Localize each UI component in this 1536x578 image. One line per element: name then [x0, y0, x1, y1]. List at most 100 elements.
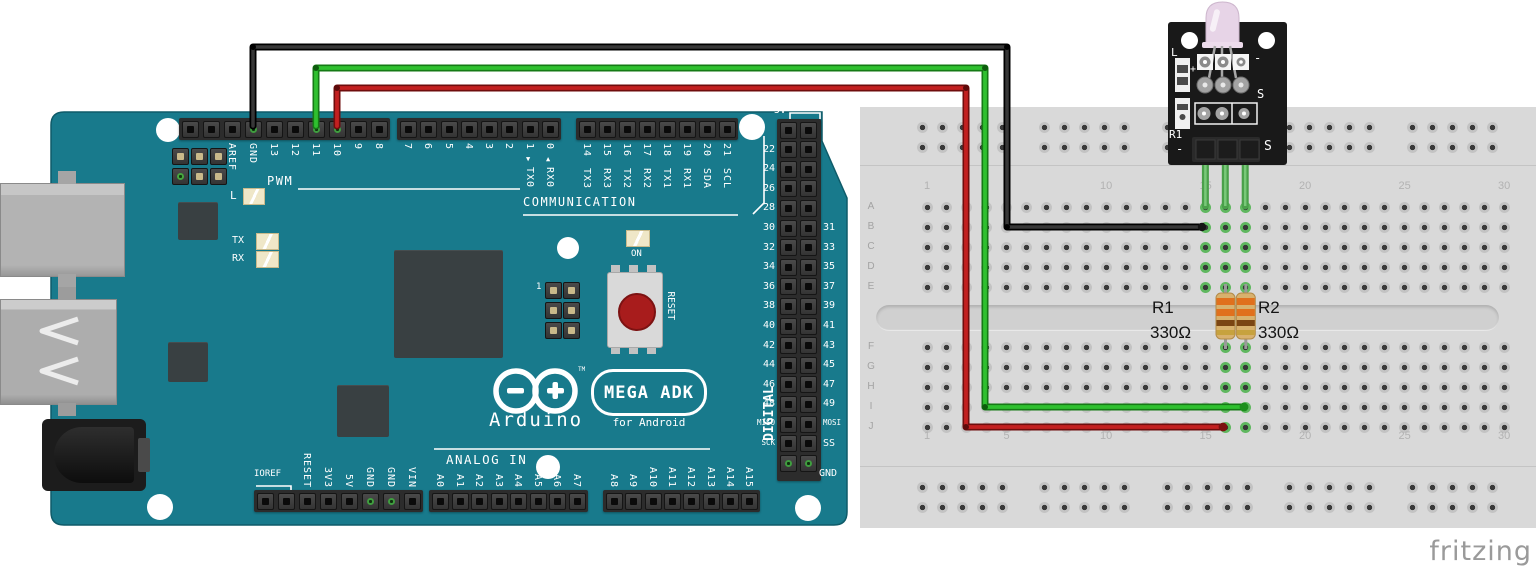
breadboard-hole: [1319, 361, 1331, 373]
breadboard-hole: [941, 381, 953, 393]
ioref-label: IOREF: [254, 469, 282, 479]
breadboard-hole: [1180, 201, 1192, 213]
breadboard-hole: [1060, 361, 1072, 373]
breadboard-hole: [1100, 381, 1112, 393]
breadboard-divider: [860, 165, 1536, 166]
breadboard-hole: [941, 241, 953, 253]
breadboard-hole: [1279, 241, 1291, 253]
breadboard-column-number: 25: [1398, 180, 1411, 192]
header-pin: [480, 121, 498, 138]
digital-header-pin: [799, 395, 817, 413]
header-pin: [470, 493, 488, 510]
mounting-hole: [557, 237, 579, 259]
breadboard-hole: [1021, 361, 1032, 373]
led-rx: [256, 251, 279, 268]
breadboard-hole: [1040, 341, 1052, 353]
breadboard-hole: [1120, 281, 1132, 293]
breadboard-hole: [916, 121, 928, 133]
breadboard-hole: [1419, 421, 1430, 433]
icsp-pin: [190, 147, 208, 165]
analog-pin-label: A2: [473, 473, 484, 488]
analog-pin-label: A8: [608, 473, 619, 488]
breadboard-hole: [1060, 201, 1072, 213]
breadboard-hole: [1498, 241, 1510, 253]
reset-button-tab: [647, 265, 656, 273]
header-pin: [181, 121, 199, 138]
digital-header-pin: [799, 337, 817, 355]
breadboard-hole: [936, 481, 948, 493]
digital-pin-label: 8: [373, 143, 384, 151]
icsp-pin: [209, 147, 227, 165]
header-pin: [624, 493, 642, 510]
breadboard-hole: [1040, 261, 1052, 273]
breadboard-hole: [1021, 261, 1032, 273]
breadboard-hole: [1279, 281, 1291, 293]
breadboard-hole: [1279, 381, 1291, 393]
analog-pin-label: A14: [724, 466, 735, 488]
breadboard-hole: [1040, 381, 1052, 393]
red-signal-wire[interactable]: [333, 84, 1228, 432]
tx0-label: TX0: [524, 167, 535, 189]
breadboard-hole: [1438, 201, 1450, 213]
breadboard-hole: [1098, 121, 1110, 133]
reset-button-tab: [647, 346, 656, 354]
header-pin: [319, 493, 337, 510]
breadboard-row-letter: F: [867, 341, 875, 352]
digital-pin-label: 6: [422, 143, 433, 151]
header-pin: [403, 493, 421, 510]
breadboard-hole: [1040, 361, 1052, 373]
breadboard-hole: [1498, 381, 1510, 393]
breadboard-hole: [921, 221, 933, 233]
breadboard-hole: [1100, 241, 1112, 253]
power-jack-tip: [138, 438, 150, 472]
resistor-r1[interactable]: [1215, 284, 1236, 349]
power-pin-label: 3V3: [322, 466, 333, 488]
breadboard-hole: [1319, 381, 1331, 393]
breadboard[interactable]: [860, 107, 1536, 528]
header-pin: [419, 121, 437, 138]
comm-pin-name: RX1: [681, 168, 692, 190]
mega-adk-badge: MEGA ADK: [591, 369, 707, 416]
breadboard-hole: [921, 361, 933, 373]
analog-pin-label: A1: [454, 473, 465, 488]
breadboard-hole: [1140, 201, 1152, 213]
breadboard-hole: [1303, 121, 1315, 133]
breadboard-hole: [976, 501, 988, 513]
usb-a-tab: [58, 403, 76, 416]
resistor-r2[interactable]: [1235, 284, 1256, 349]
green-signal-wire[interactable]: [312, 64, 1249, 412]
power-pin-label: VIN: [406, 466, 417, 488]
led-on: [626, 230, 650, 247]
breadboard-hole: [1319, 341, 1331, 353]
comm-pin-number: 20: [701, 143, 712, 158]
usb-contacts-icon: [39, 316, 79, 386]
breadboard-hole: [1379, 421, 1391, 433]
black-ground-wire[interactable]: [249, 43, 1207, 232]
digital-row-label: 37: [823, 280, 836, 292]
breadboard-hole: [1419, 241, 1430, 253]
breadboard-hole: [921, 341, 933, 353]
header-pin: [440, 121, 458, 138]
breadboard-row-letter: D: [867, 261, 875, 272]
digital-row-label: 35: [823, 261, 836, 273]
module-pads: [1194, 54, 1258, 125]
reset-button-tab: [629, 346, 638, 354]
ic-chip: [337, 385, 389, 437]
communication-header: [576, 118, 738, 140]
analog-pin-label: A6: [551, 473, 562, 488]
breadboard-hole: [1180, 341, 1192, 353]
header-pin: [490, 493, 508, 510]
led-module[interactable]: L + - S R1 - S: [1168, 1, 1287, 165]
led-bulb-icon: [1202, 1, 1243, 48]
reset-button[interactable]: [607, 272, 663, 348]
digital-header-pin: [779, 121, 797, 139]
reset-button-cap[interactable]: [618, 293, 656, 331]
breadboard-column-number: 5: [1003, 430, 1010, 442]
digital-header-pin: [779, 376, 797, 394]
mounting-hole: [795, 495, 821, 521]
breadboard-hole: [1080, 201, 1092, 213]
breadboard-hole: [1080, 361, 1092, 373]
digital-header-pin: [799, 258, 817, 276]
header-pin: [568, 493, 586, 510]
breadboard-hole: [1466, 121, 1478, 133]
